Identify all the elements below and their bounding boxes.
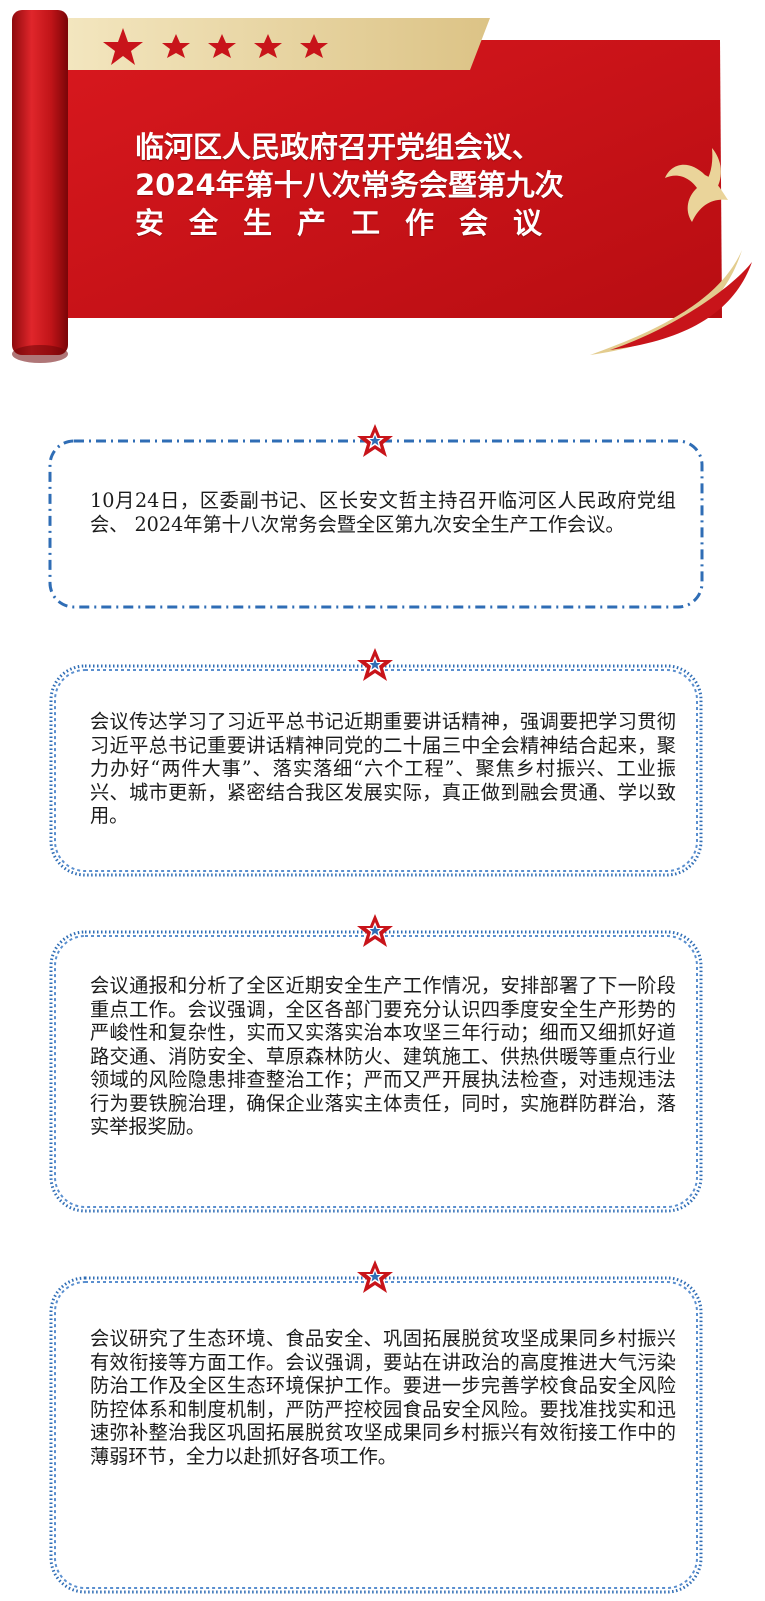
- content-card-2: 会议传达学习了习近平总书记近期重要讲话精神，强调要把学习贯彻习近平总书记重要讲话…: [48, 648, 704, 878]
- scroll-rod-shadow: [12, 345, 68, 363]
- title-line-2: 2024年第十八次常务会暨第九次: [135, 168, 564, 202]
- card-text: 会议通报和分析了全区近期安全生产工作情况，安排部署了下一阶段重点工作。会议强调，…: [90, 974, 676, 1138]
- star-icon: [103, 28, 328, 65]
- card-text: 10月24日，区委副书记、区长安文哲主持召开临河区人民政府党组会、 2024年第…: [90, 489, 676, 536]
- page-title: 临河区人民政府召开党组会议、 2024年第十八次常务会暨第九次 安全生产工作会议: [135, 128, 615, 242]
- title-line-1: 临河区人民政府召开党组会议、: [135, 130, 542, 164]
- card-text: 会议传达学习了习近平总书记近期重要讲话精神，强调要把学习贯彻习近平总书记重要讲话…: [90, 710, 676, 827]
- star-badge-icon: [357, 1260, 393, 1293]
- card-text: 会议研究了生态环境、食品安全、巩固拓展脱贫攻坚成果同乡村振兴有效衔接等方面工作。…: [90, 1327, 676, 1468]
- star-badge-icon: [357, 648, 393, 681]
- dove-icon: [665, 148, 728, 222]
- flag-body: [62, 40, 722, 318]
- content-card-3: 会议通报和分析了全区近期安全生产工作情况，安排部署了下一阶段重点工作。会议强调，…: [48, 914, 704, 1214]
- scroll-rod: [12, 10, 68, 355]
- content-card-1: 10月24日，区委副书记、区长安文哲主持召开临河区人民政府党组会、 2024年第…: [48, 424, 704, 609]
- star-badge-icon: [357, 914, 393, 947]
- content-card-4: 会议研究了生态环境、食品安全、巩固拓展脱贫攻坚成果同乡村振兴有效衔接等方面工作。…: [48, 1260, 704, 1595]
- header-banner: 临河区人民政府召开党组会议、 2024年第十八次常务会暨第九次 安全生产工作会议: [0, 0, 765, 385]
- star-badge-icon: [357, 424, 393, 457]
- red-swoosh: [610, 262, 752, 350]
- title-line-3: 安全生产工作会议: [135, 206, 568, 240]
- banner-graphic: [12, 10, 752, 363]
